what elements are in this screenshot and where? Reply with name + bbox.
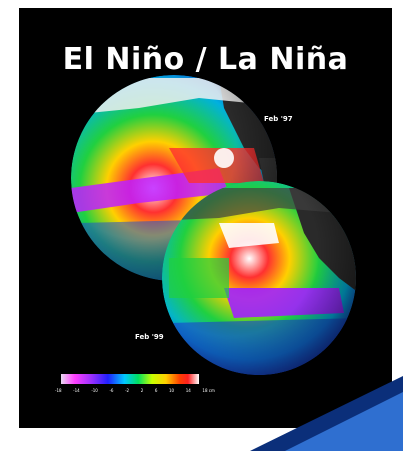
color-scale-tick: -14 <box>73 388 80 393</box>
color-scale-bar <box>61 374 199 384</box>
color-scale-tick: 18 cm <box>202 388 215 393</box>
label-feb-97: Feb '97 <box>264 115 293 123</box>
color-scale-tick: 14 <box>185 388 191 393</box>
color-scale-tick: -2 <box>125 388 130 393</box>
globes-illustration <box>71 75 356 375</box>
color-scale-ticks: -18 -14 -10 -6 -2 2 6 10 14 18 cm <box>55 388 215 396</box>
color-scale-tick: -6 <box>109 388 114 393</box>
color-scale-tick: 10 <box>169 388 175 393</box>
el-nino-poster: El Niño / La Niña <box>19 8 392 428</box>
label-feb-99: Feb '99 <box>135 333 164 341</box>
color-scale-tick: 6 <box>154 388 158 393</box>
color-scale-tick: 2 <box>140 388 144 393</box>
poster-title: El Niño / La Niña <box>62 42 349 77</box>
color-scale-tick: -18 <box>55 388 62 393</box>
color-scale-tick: -10 <box>91 388 98 393</box>
